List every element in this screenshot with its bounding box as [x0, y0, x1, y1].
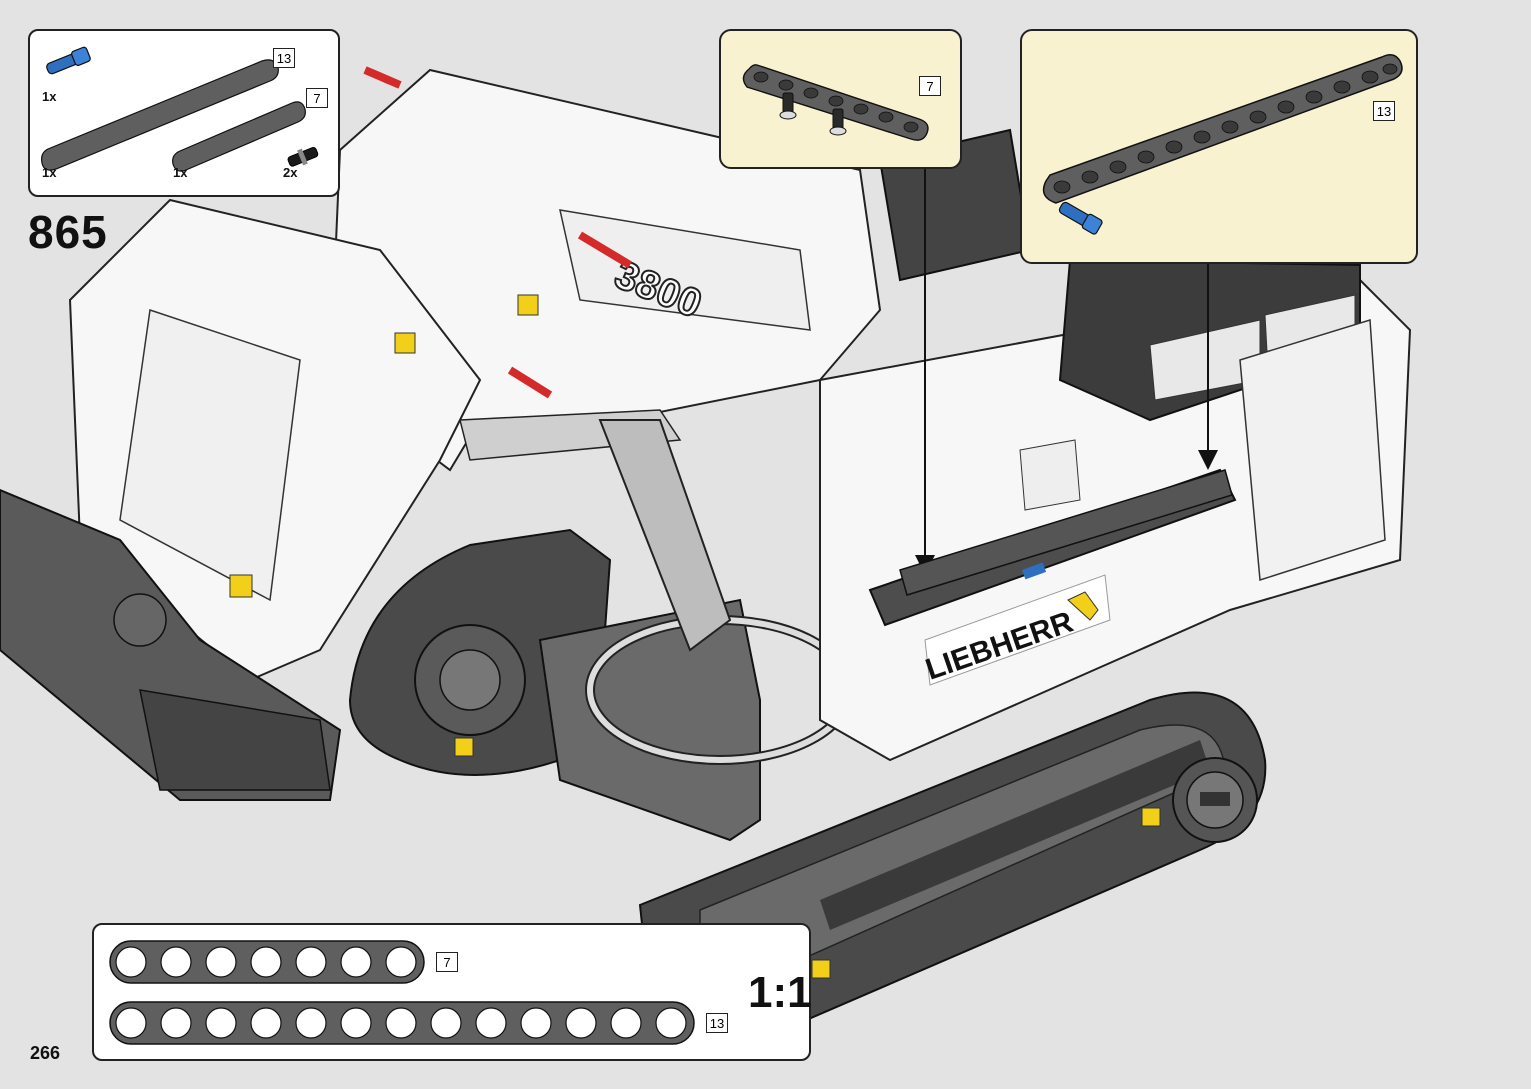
step-number: 865: [28, 206, 108, 258]
liftarm-13-icon: [41, 59, 279, 171]
blue-axle-pin-icon: [46, 46, 91, 75]
parts-liftarm-7-length: 7: [306, 88, 328, 108]
scale-beam-13-length: 13: [706, 1013, 728, 1033]
left-crawler-track: [348, 528, 612, 776]
scale-label: 1:1: [748, 968, 812, 1017]
scale-panel: 7 13: [92, 923, 811, 1061]
callout-liftarm-7-art: [742, 64, 929, 141]
parts-liftarm-13-length: 13: [273, 48, 295, 68]
parts-liftarm-7-qty: 1x: [173, 165, 188, 180]
parts-black-friction-pin-qty: 2x: [283, 165, 298, 180]
parts-list-art: [41, 46, 319, 172]
black-pin-1-icon: [779, 92, 797, 120]
black-pin-2-icon: [829, 108, 847, 136]
black-friction-pin-icon: [287, 146, 319, 167]
callout-liftarm-7: 7: [719, 29, 962, 169]
scale-beam-7-length: 7: [436, 952, 458, 972]
parts-blue-axle-pin-qty: 1x: [42, 89, 57, 104]
callout-liftarm-13: 13: [1020, 29, 1418, 264]
blue-axle-pin-callout-icon: [1058, 201, 1103, 235]
callout-liftarm-13-art: [1042, 54, 1403, 235]
parts-liftarm-13-qty: 1x: [42, 165, 57, 180]
scale-beam-7: [109, 940, 425, 984]
new-liftarm-on-model: [899, 469, 1233, 596]
scale-beams-art: [109, 940, 695, 1045]
callout-liftarm-7-length: 7: [919, 76, 941, 96]
parts-list-panel: 13 7 1x 1x 1x 2x: [28, 29, 340, 197]
shovel: [0, 198, 1161, 979]
page-number: 266: [30, 1043, 61, 1063]
callout-liftarm-13-length: 13: [1373, 101, 1395, 121]
liftarm-7-icon: [172, 101, 306, 172]
scale-beam-13: [109, 1001, 695, 1045]
